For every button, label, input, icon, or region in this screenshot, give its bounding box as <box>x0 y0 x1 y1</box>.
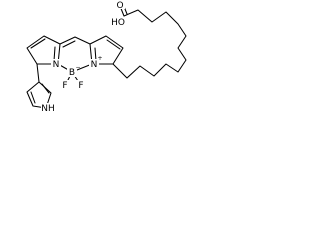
pyrrolyl-link-bond <box>36 63 40 83</box>
atom-labels: O HO N N + B − F F NH <box>41 0 125 114</box>
fluorine-left-label: F <box>62 81 67 91</box>
left-ring-double-bonds <box>30 38 56 62</box>
bond-skeleton <box>26 3 187 109</box>
meso-bridge-bonds <box>59 36 91 45</box>
boron-charge: − <box>75 64 80 71</box>
fluorine-right-label: F <box>78 81 83 91</box>
nitrogen-left-label: N <box>53 60 60 70</box>
carboxyl-oxygen-label: O <box>116 1 123 11</box>
boron-label: B <box>69 68 75 78</box>
nitrogen-right-label: N <box>91 60 98 70</box>
meso-double-bond <box>62 40 76 48</box>
nitrogen-right-charge: + <box>97 55 102 62</box>
right-ring-double-bonds <box>94 39 121 62</box>
pyrrole-nh-label: NH <box>41 104 55 114</box>
pyrrolyl-double-bonds <box>30 83 50 104</box>
structure-diagram: O HO N N + B − F F NH <box>26 0 187 114</box>
alkyl-chain-bonds <box>112 9 187 79</box>
hydroxyl-label: HO <box>111 18 125 28</box>
pyrrolyl-ring-bonds <box>26 81 52 109</box>
